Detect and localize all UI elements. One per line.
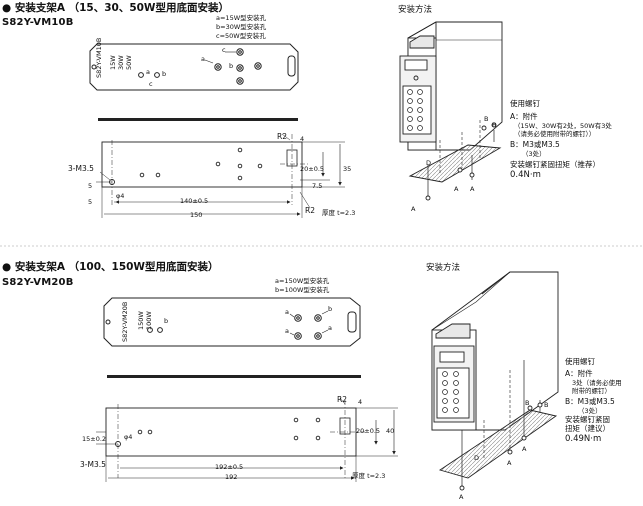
install-title-2: 安装方法	[426, 263, 461, 273]
dim-150: 150	[190, 211, 203, 219]
dim-5: 5	[88, 182, 93, 190]
arrow-label-b: B	[525, 399, 530, 407]
hole-label: a	[146, 68, 150, 76]
arrow-label-a: A	[459, 493, 464, 501]
plate1-rating-30w: 30W	[117, 55, 125, 70]
hole-label: a	[328, 324, 332, 332]
hole-label: b	[164, 317, 169, 325]
hole-label: b	[162, 70, 167, 78]
hole-label: a	[201, 55, 205, 63]
notes2-torque-title2: 扭矩（建议）	[565, 424, 610, 433]
section1-heading: ● 安装支架A （15、30、50W型用底面安装）	[2, 2, 230, 14]
plate1-vertical-label: S82Y-VM10B	[95, 37, 103, 78]
plate2-side-profile	[107, 375, 361, 378]
dim2-r2: R2	[337, 395, 347, 404]
notes2-torque-title: 安装螺钉紧固	[565, 415, 610, 424]
legend2-b: b=100W型安装孔	[275, 286, 330, 294]
install-illustration-2	[431, 271, 559, 491]
dim2-40: 40	[386, 427, 395, 435]
plate2-dimension-view	[96, 397, 398, 482]
plate1-dimension-view	[96, 133, 345, 218]
thickness-1: 厚度 t=2.3	[322, 209, 356, 217]
plate2-vertical-label: S82Y-VM20B	[121, 301, 129, 342]
install-illustration-1	[399, 21, 503, 201]
plate1-rating-50w: 50W	[125, 55, 133, 70]
dim2-4: 4	[358, 398, 363, 406]
section1-model: S82Y-VM10B	[2, 17, 74, 28]
arrow-label-d: D	[474, 454, 480, 462]
dim2-192b: 192	[225, 473, 238, 481]
section2-model: S82Y-VM20B	[2, 277, 74, 288]
hole-label: c	[222, 46, 226, 54]
arrow-label-b: B	[544, 401, 549, 409]
arrow-label-b: B	[484, 115, 489, 123]
dim2-20: 20±0.5	[356, 427, 381, 435]
install-title-1: 安装方法	[398, 5, 433, 15]
arrow-label-a: A	[507, 459, 512, 467]
hole-label: b	[229, 62, 234, 70]
notes2-torque-value: 0.49N·m	[565, 434, 602, 444]
notes1-b-detail: （3处）	[522, 150, 546, 158]
arrow-label-a: A	[470, 185, 475, 193]
dim-phi4: φ4	[116, 192, 125, 200]
plate2-top-view	[103, 297, 361, 347]
notes1-b: B：M3或M3.5	[510, 140, 560, 149]
dim-7-5: 7.5	[312, 182, 323, 190]
hole-label: c	[149, 80, 153, 88]
notes2-title: 使用螺钉	[565, 357, 595, 366]
thickness-2: 厚度 t=2.3	[352, 472, 386, 480]
dim-35: 35	[343, 165, 352, 173]
dim2-192: 192±0.5	[215, 463, 244, 471]
dim-r2-top: R2	[277, 132, 287, 141]
dim-screws: 3-M3.5	[68, 164, 94, 173]
notes2-a: A：附件	[565, 369, 593, 378]
section2-heading: ● 安装支架A （100、150W型用底面安装）	[2, 261, 219, 273]
dim-4: 4	[300, 135, 305, 143]
dim2-phi4: φ4	[124, 433, 133, 441]
legend-b: b=30W型安装孔	[216, 23, 267, 31]
notes1-a-detail2: （请务必使用附带的螺钉））	[514, 130, 596, 138]
arrow-label-a: A	[454, 185, 459, 193]
dim-20: 20±0.5	[300, 165, 325, 173]
notes2-b-detail: （3处）	[578, 407, 602, 415]
plate1-rating-15w: 15W	[109, 55, 117, 70]
notes1-a: A：附件	[510, 112, 538, 121]
notes1-torque-title: 安装螺钉紧固扭矩（推荐）	[510, 160, 600, 169]
plate2-rating-100w: 100W	[145, 311, 153, 330]
arrow-label-a: A	[522, 445, 527, 453]
plate2-rating-150w: 150W	[137, 311, 145, 330]
legend-a: a=15W型安装孔	[216, 14, 267, 22]
dim2-screws: 3-M3.5	[80, 460, 106, 469]
dim-r2-bottom: R2	[305, 206, 315, 215]
hole-label: a	[285, 308, 289, 316]
dim2-15: 15±0.2	[82, 435, 107, 443]
dim-5b: 5	[88, 198, 93, 206]
notes1-torque-value: 0.4N·m	[510, 170, 541, 180]
hole-label: b	[328, 305, 333, 313]
notes1-a-detail: （15W、30W有2处，50W有3处	[514, 122, 612, 130]
legend2-a: a=150W型安装孔	[275, 277, 330, 285]
legend-c: c=50W型安装孔	[216, 32, 266, 40]
arrow-label-a: A	[411, 205, 416, 213]
plate1-side-profile	[98, 118, 298, 121]
notes1-title: 使用螺钉	[510, 99, 540, 108]
arrow-label-b: B	[492, 121, 497, 129]
hole-label: a	[285, 327, 289, 335]
dim-140: 140±0.5	[180, 197, 209, 205]
notes2-a-detail: 3处（请务必使用	[572, 379, 622, 387]
plate1-top-view	[89, 43, 299, 91]
arrow-label-d: D	[426, 159, 432, 167]
notes2-b: B：M3或M3.5	[565, 397, 615, 406]
notes2-a-detail2: 附带的螺钉）	[572, 387, 611, 395]
